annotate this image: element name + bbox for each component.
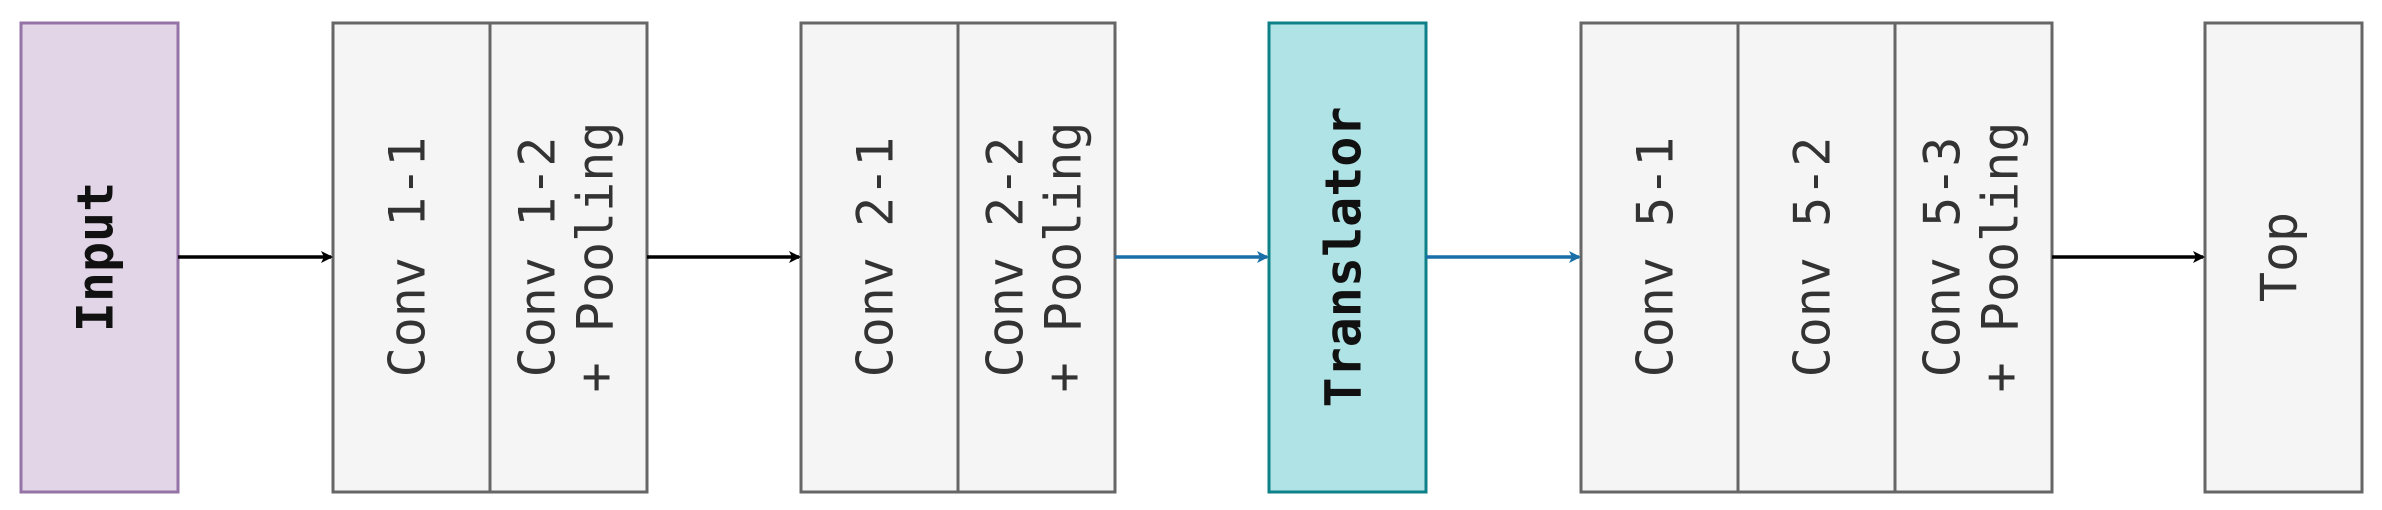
conv2-2-pooling-label: + Pooling	[1035, 122, 1093, 393]
translator-node: Translator	[1267, 21, 1428, 494]
input-node: Input	[19, 21, 180, 494]
conv2-2-label: Conv 2-2	[977, 137, 1035, 378]
conv5-1-label: Conv 5-1	[1627, 137, 1685, 378]
conv1-1-label: Conv 1-1	[379, 137, 437, 378]
conv2-1-block	[799, 21, 960, 494]
conv2-1-label: Conv 2-1	[847, 137, 905, 378]
conv2-2-block	[956, 21, 1117, 494]
top-label: Top	[2251, 212, 2309, 302]
conv2-group: Conv 2-1 Conv 2-2 + Pooling	[799, 21, 1117, 494]
conv5-2-label: Conv 5-2	[1784, 137, 1842, 378]
conv5-3-pooling-label: + Pooling	[1972, 122, 2030, 393]
top-node: Top	[2203, 21, 2364, 494]
conv5-3-label: Conv 5-3	[1914, 137, 1972, 378]
input-label: Input	[67, 182, 125, 333]
conv1-1-block	[331, 21, 492, 494]
conv5-3-block	[1893, 21, 2054, 494]
conv1-2-label: Conv 1-2	[509, 137, 567, 378]
conv1-group: Conv 1-1 Conv 1-2 + Pooling	[331, 21, 649, 494]
conv1-2-block	[488, 21, 649, 494]
conv5-2-block	[1736, 21, 1897, 494]
translator-label: Translator	[1315, 106, 1373, 407]
conv5-1-block	[1579, 21, 1740, 494]
conv1-2-pooling-label: + Pooling	[567, 122, 625, 393]
conv5-group: Conv 5-1 Conv 5-2 Conv 5-3 + Pooling	[1579, 21, 2054, 494]
